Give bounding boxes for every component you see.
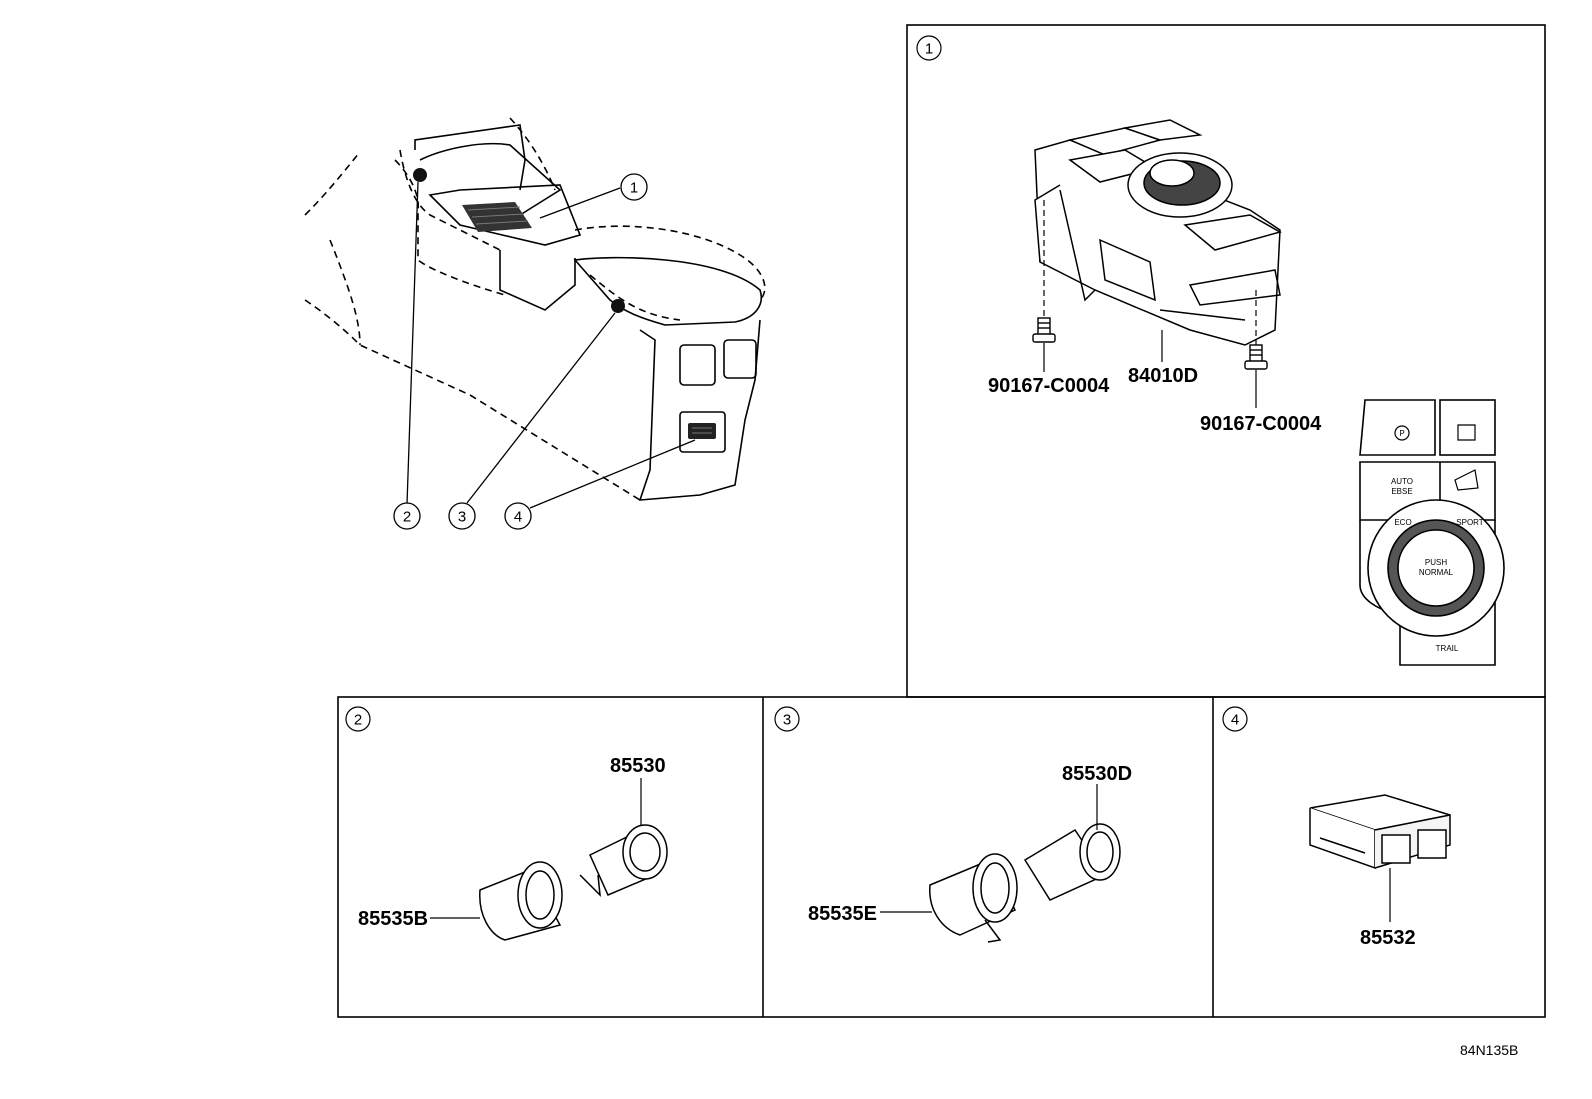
switch-label-auto: AUTO [1391,477,1413,486]
part-number-85535E: 85535E [808,903,877,925]
switch-label-ebse: EBSE [1391,487,1412,496]
usb-85532-drawing [1309,794,1451,870]
socket-dot-2 [413,168,427,182]
svg-text:2: 2 [354,712,362,729]
svg-text:P: P [1399,429,1404,438]
panel-1-leaders [1043,330,1257,408]
socket-85530-drawing [579,824,668,898]
switch-label-sport: SPORT [1456,518,1484,527]
diagram-id: 84N135B [1460,1042,1518,1058]
screw-guides [1043,200,1257,345]
panel-3-leaders [880,784,1098,913]
cap-85535E-drawing [929,853,1018,943]
svg-text:1: 1 [630,180,638,197]
panel-1-number: 1 [916,35,942,61]
part-number-screw-right: 90167-C0004 [1200,413,1322,435]
switch-assembly-drawing [1034,119,1282,346]
cap-85535B-drawing [479,861,563,941]
part-number-85530D: 85530D [1062,763,1132,785]
panel-4-number: 4 [1222,706,1248,732]
part-number-85532: 85532 [1360,927,1416,949]
svg-text:3: 3 [783,712,791,729]
switch-label-push: PUSH [1425,558,1447,567]
panel-borders [337,24,1546,1018]
part-number-85535B: 85535B [358,908,428,930]
socket-85530D-drawing [1023,823,1121,901]
console-overview [304,117,766,501]
socket-dot-3 [611,299,625,313]
panel-3-number: 3 [774,706,800,732]
part-number-switch-assembly: 84010D [1128,365,1198,387]
callout-2: 2 [393,502,421,530]
screw-left [1032,317,1056,343]
svg-text:3: 3 [458,509,466,526]
svg-text:1: 1 [925,41,933,58]
usb-port-dot-4 [688,423,716,439]
callout-3: 3 [448,502,476,530]
switch-label-trail: TRAIL [1436,644,1459,653]
svg-text:4: 4 [514,509,522,526]
svg-text:2: 2 [403,509,411,526]
panel-2-number: 2 [345,706,371,732]
callout-1: 1 [620,173,648,201]
panel-2-leaders [430,778,642,919]
screw-right [1244,344,1268,370]
overview-leaders [406,181,696,509]
switch-face-icons: P [1394,424,1479,491]
callout-4: 4 [504,502,532,530]
switch-label-eco: ECO [1394,518,1411,527]
switch-face-detail [1359,399,1505,666]
part-number-85530: 85530 [610,755,666,777]
part-number-screw-left: 90167-C0004 [988,375,1110,397]
switch-panel-highlight [462,202,532,232]
svg-text:4: 4 [1231,712,1239,729]
switch-label-normal: NORMAL [1419,568,1454,577]
